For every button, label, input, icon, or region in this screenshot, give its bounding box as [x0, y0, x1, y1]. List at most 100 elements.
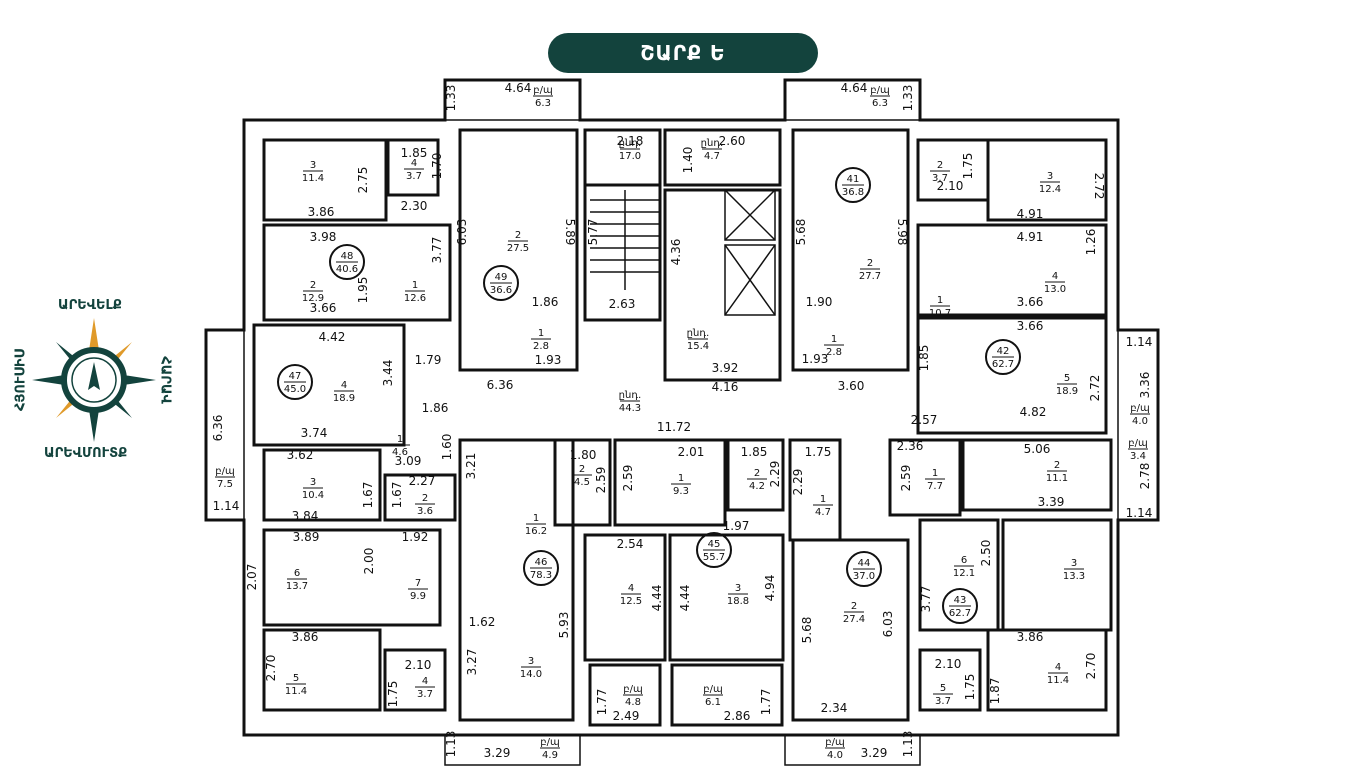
- dimension-label: 3.92: [712, 361, 739, 375]
- dimension-label: 2.10: [935, 657, 962, 671]
- room-label: 19.3: [671, 473, 691, 497]
- dimension-label: 1.60: [440, 434, 454, 461]
- building-outline: [204, 78, 1160, 766]
- dimension-label: 2.59: [594, 467, 608, 494]
- room-area: 7.5: [217, 479, 233, 490]
- apartment-number: 41: [847, 174, 860, 185]
- room-number: 2: [579, 464, 585, 475]
- dimension-label: 2.27: [409, 474, 436, 488]
- dimension-label: 2.60: [719, 134, 746, 148]
- dimension-label: 1.62: [469, 615, 496, 629]
- room-label: 314.0: [520, 656, 542, 680]
- room-area: 10.4: [302, 490, 324, 501]
- dimension-label: 1.14: [1126, 506, 1153, 520]
- room-area: 4.6: [392, 447, 408, 458]
- room-label: 518.9: [1056, 373, 1078, 397]
- room-label: ընդ․17.0: [619, 138, 642, 162]
- dimension-label: 5.98: [895, 219, 909, 246]
- staircase: [590, 190, 660, 290]
- elevator-shafts: [724, 189, 776, 316]
- dimension-label: 5.93: [557, 612, 571, 639]
- room-label: 12.8: [531, 328, 551, 352]
- room-label: բ/պ6.3: [870, 85, 890, 109]
- room-label: բ/պ6.1: [703, 684, 723, 708]
- room-label: 14.7: [813, 494, 833, 518]
- room-label: 112.6: [404, 280, 426, 304]
- room-label: 411.4: [1047, 662, 1069, 686]
- dimension-label: 6.36: [487, 378, 514, 392]
- room-label: 14.6: [390, 434, 410, 458]
- room-area: 4.0: [827, 750, 843, 761]
- dimension-label: 2.50: [979, 540, 993, 567]
- room-label: 227.7: [859, 258, 881, 282]
- room-label: 211.1: [1046, 460, 1068, 484]
- dimension-label: 11.72: [657, 420, 691, 434]
- room-label: 23.6: [415, 493, 435, 517]
- dimension-label: 1.26: [1084, 229, 1098, 256]
- room-label: ընդ․15.4: [687, 328, 710, 352]
- room-area: 11.1: [1046, 473, 1068, 484]
- room-number: 1: [937, 295, 943, 306]
- dimension-label: 1.33: [444, 85, 458, 112]
- room-area: 14.0: [520, 669, 542, 680]
- dimension-label: 3.27: [465, 649, 479, 676]
- room-area: 10.7: [929, 308, 951, 319]
- compass-icon: [32, 318, 156, 442]
- room-label: ընդ․ 44.3: [619, 390, 642, 414]
- room-area: 3.7: [417, 689, 433, 700]
- dimension-label: 5.68: [794, 219, 808, 246]
- dimension-label: 3.62: [287, 448, 314, 462]
- room-number: 6: [294, 568, 300, 579]
- title-text: ՇԱՐՔ Ե: [640, 41, 726, 65]
- dimension-label: 2.72: [1088, 375, 1102, 402]
- room-number: 2: [754, 468, 760, 479]
- apartment-area: 55.7: [703, 552, 725, 563]
- dimension-label: 4.42: [319, 330, 346, 344]
- room-area: 15.4: [687, 341, 709, 352]
- room-number: 1: [412, 280, 418, 291]
- dimension-label: 1.77: [595, 689, 609, 716]
- room-number: բ/պ: [870, 85, 889, 96]
- room-label: 418.9: [333, 380, 355, 404]
- room-number: 3: [1047, 171, 1053, 182]
- dimension-label: 2.29: [791, 469, 805, 496]
- dimension-label: 2.10: [937, 179, 964, 193]
- dimension-label: 3.60: [838, 379, 865, 393]
- dimension-label: 2.18: [617, 134, 644, 148]
- room-area: 4.5: [574, 477, 590, 488]
- apartment-number: 45: [708, 539, 721, 550]
- interior-walls: [252, 128, 1113, 727]
- room-label: 312.4: [1039, 171, 1061, 195]
- room-label: 43.7: [415, 676, 435, 700]
- apartment-number: 44: [858, 558, 871, 569]
- room-number: 5: [293, 673, 299, 684]
- dimension-label: 2.70: [1084, 653, 1098, 680]
- room-area: 44.3: [619, 403, 641, 414]
- room-area: 12.5: [620, 596, 642, 607]
- room-number: բ/պ: [533, 85, 552, 96]
- room-area: 4.7: [704, 151, 720, 162]
- dimension-label: 2.34: [821, 701, 848, 715]
- dimension-label: 3.74: [301, 426, 328, 440]
- room-number: 2: [851, 601, 857, 612]
- room-area: 18.8: [727, 596, 749, 607]
- room-number: 7: [415, 578, 421, 589]
- dimension-label: 1.14: [1126, 335, 1153, 349]
- room-area: 3.4: [1130, 451, 1146, 462]
- room-number: 4: [422, 676, 428, 687]
- room-number: 3: [310, 160, 316, 171]
- dimension-label: 1.67: [390, 482, 404, 509]
- room-label: 311.4: [302, 160, 324, 184]
- room-area: 12.6: [404, 293, 426, 304]
- apartment-area: 40.6: [336, 264, 358, 275]
- dimension-label: 3.86: [292, 630, 319, 644]
- room-number: ընդ․: [619, 390, 642, 401]
- room-label: 310.4: [302, 477, 324, 501]
- room-label: 318.8: [727, 583, 749, 607]
- room-area: 6.1: [705, 697, 721, 708]
